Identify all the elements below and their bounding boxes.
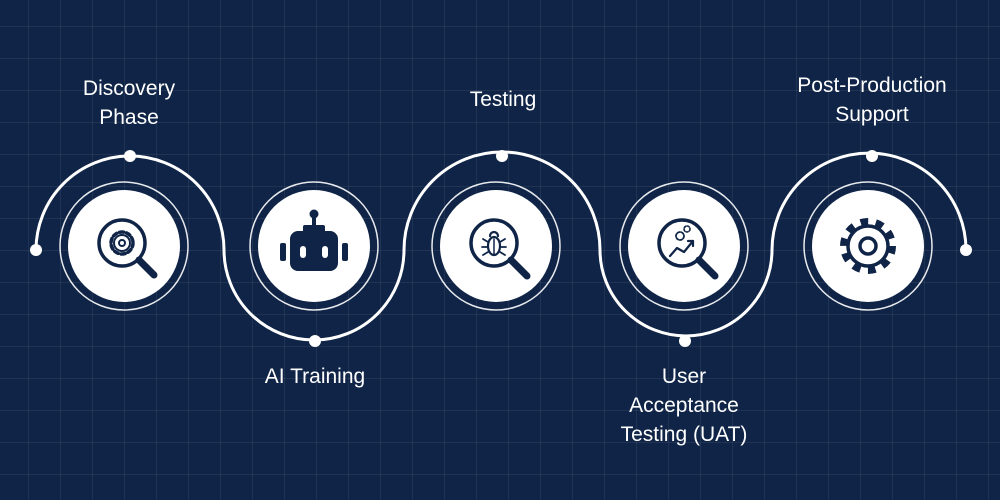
flow-dot <box>496 150 508 162</box>
search-bug-icon <box>469 218 531 280</box>
flow-dot <box>960 244 972 256</box>
label-line: Phase <box>99 106 159 129</box>
flow-dot <box>679 335 691 347</box>
label-line: User <box>661 365 707 388</box>
label-line: Testing <box>469 88 537 111</box>
step-node-uat <box>619 181 749 311</box>
flow-dot <box>124 150 136 162</box>
label-line: Discovery <box>82 77 176 100</box>
search-gear-icon <box>97 218 158 279</box>
label-line: Acceptance <box>629 394 739 417</box>
step-node-discovery <box>59 181 189 311</box>
label-line: Testing (UAT) <box>620 423 748 446</box>
step-label-discovery: Discovery Phase <box>83 74 175 132</box>
search-growth-icon <box>657 218 719 280</box>
gear-icon <box>840 218 896 274</box>
label-line: Post-Production <box>797 74 947 97</box>
label-line: Support <box>835 103 909 126</box>
label-line: AI Training <box>264 365 366 388</box>
step-node-ai-training <box>249 181 379 311</box>
flow-dot <box>30 244 42 256</box>
step-label-ai-training: AI Training <box>265 362 365 391</box>
step-label-testing: Testing <box>470 85 537 114</box>
step-node-support <box>803 181 933 311</box>
robot-icon <box>280 209 348 271</box>
step-node-testing <box>431 181 561 311</box>
flow-dot <box>866 150 878 162</box>
flow-dot <box>309 335 321 347</box>
step-label-uat: User Acceptance Testing (UAT) <box>621 362 748 449</box>
step-label-support: Post-Production Support <box>797 71 946 129</box>
